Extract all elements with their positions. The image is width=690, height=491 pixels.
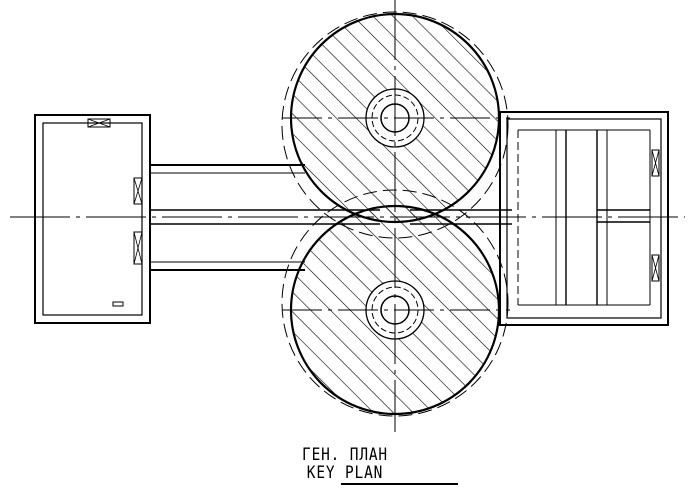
- caption-underline: [341, 483, 458, 485]
- center-axes: [10, 0, 685, 432]
- right-building: [499, 111, 669, 326]
- left-building: [34, 114, 151, 324]
- caption-english: KEY PLAN: [306, 463, 384, 483]
- caption-russian: ГЕН. ПЛАН: [302, 445, 388, 465]
